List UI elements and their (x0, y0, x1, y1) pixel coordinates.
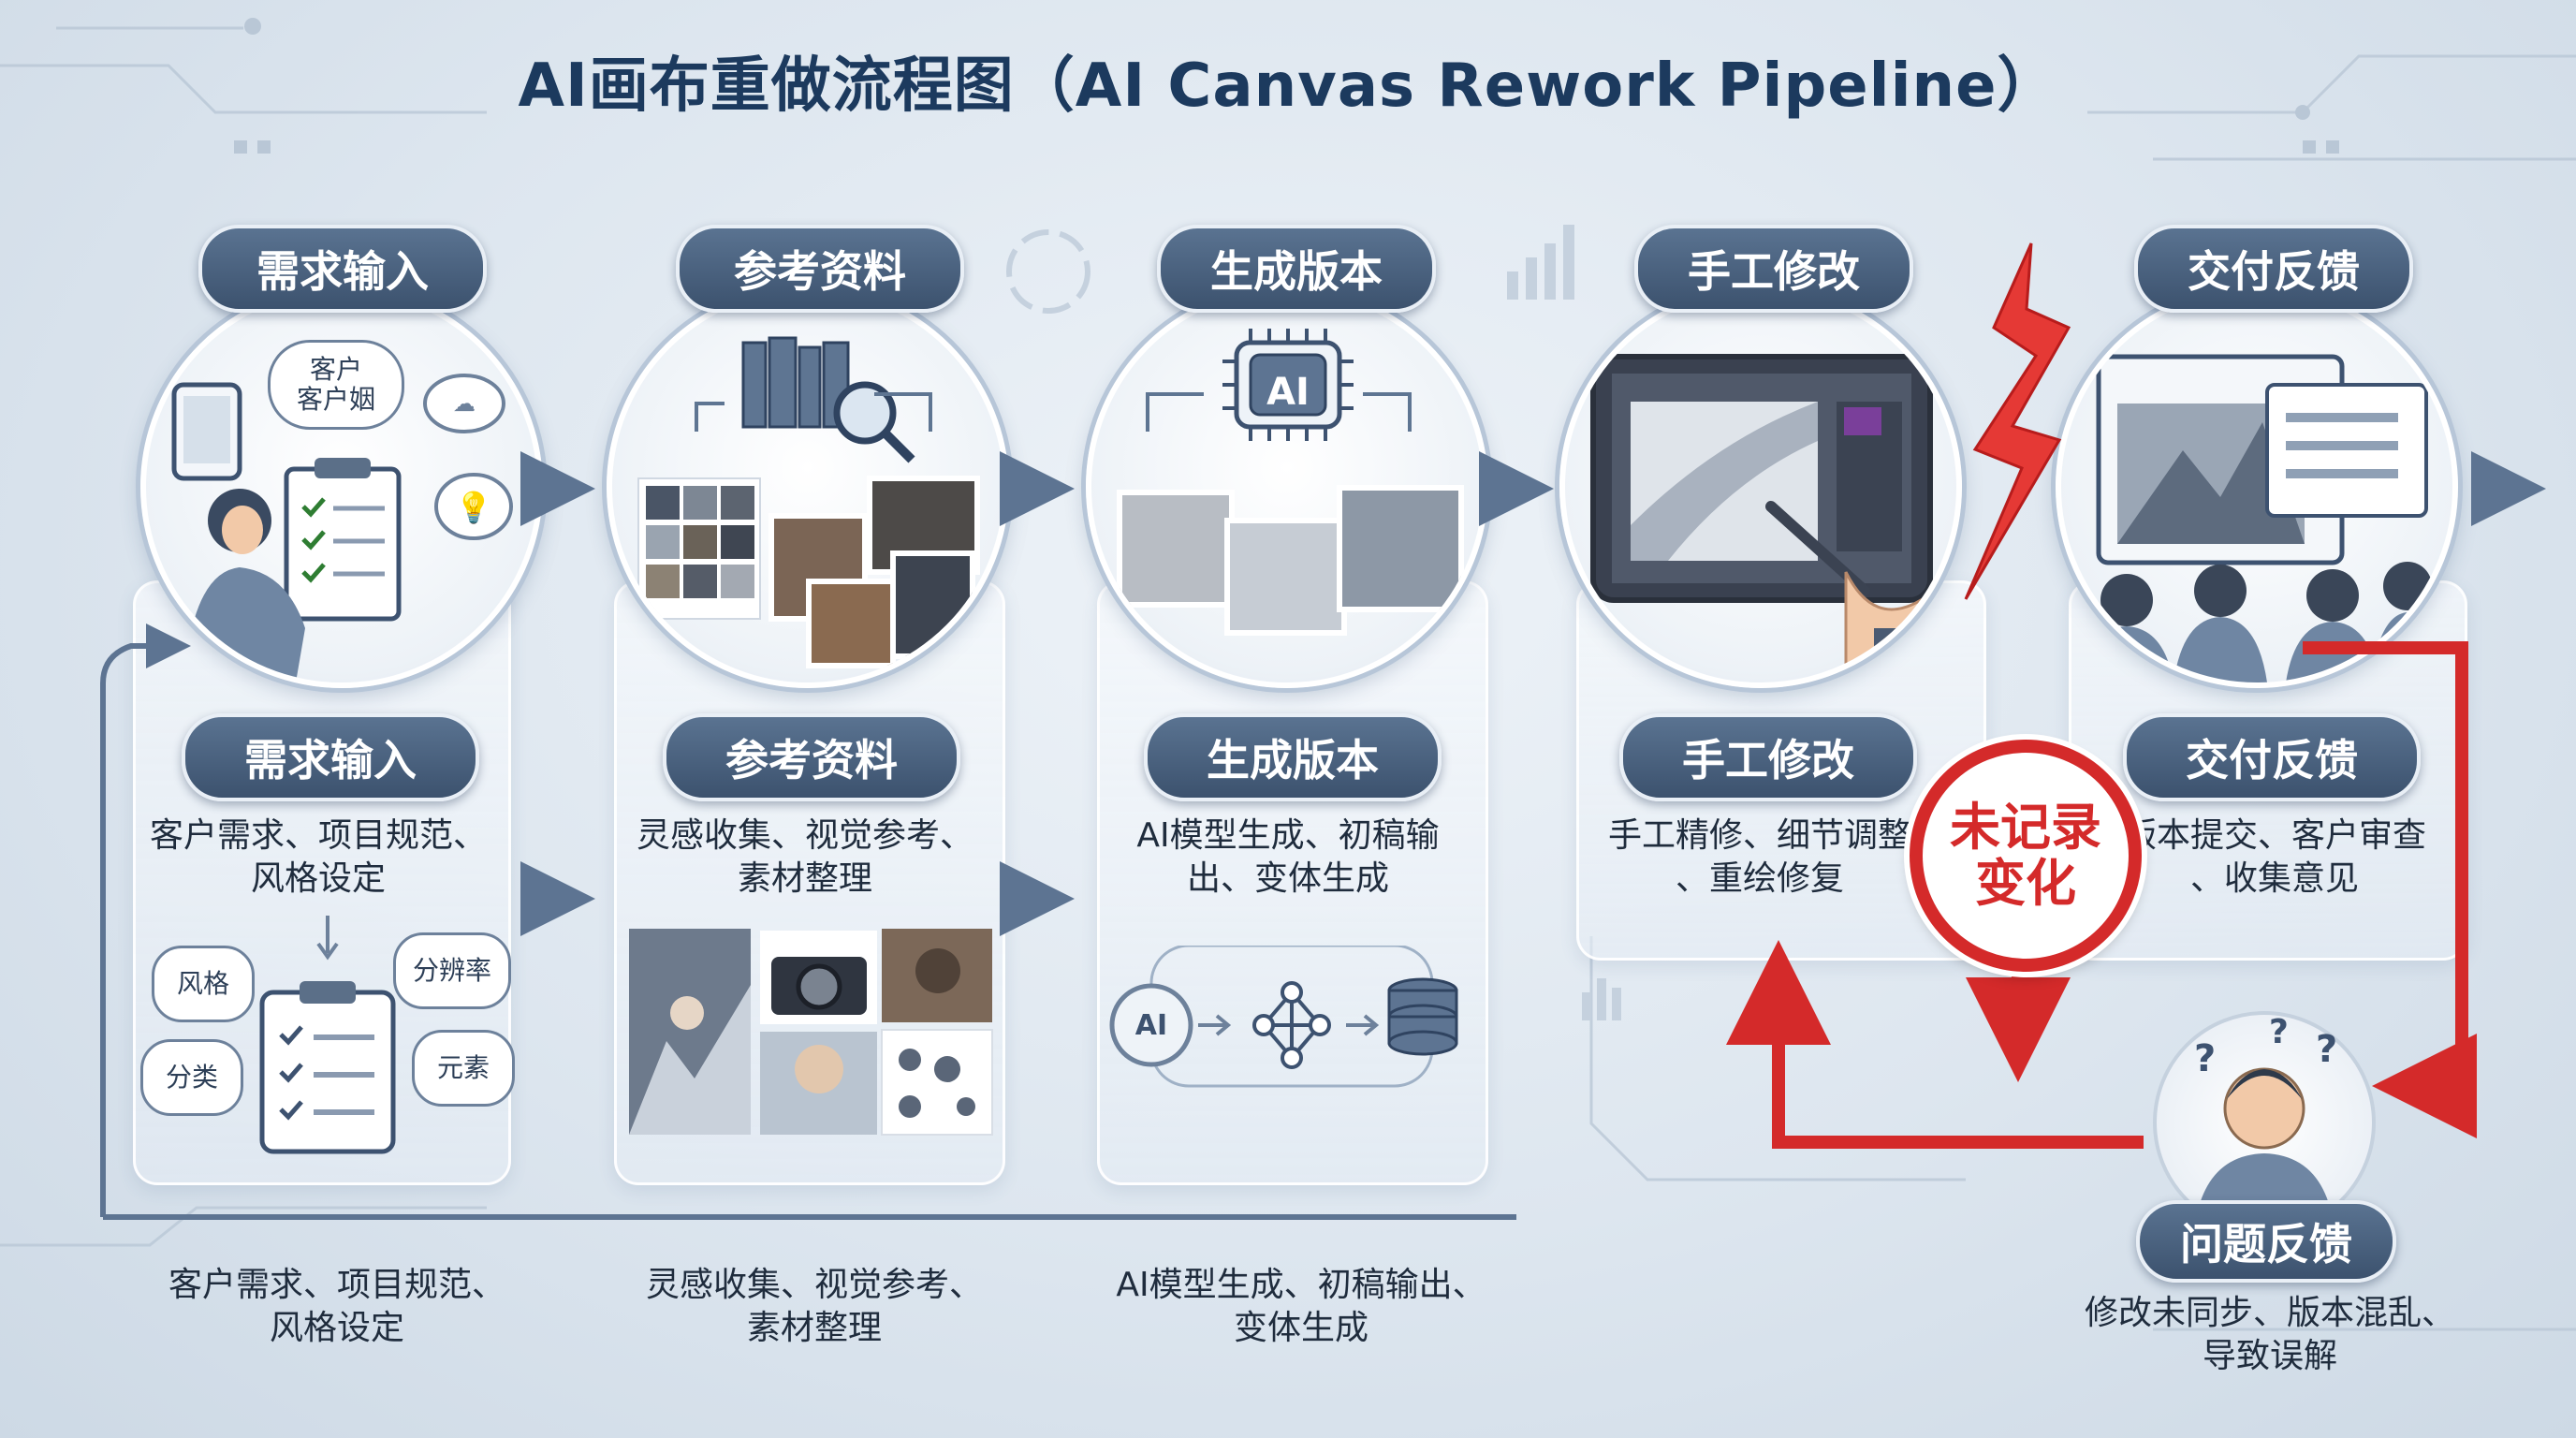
client-requirements-illustration: ☁ 💡 (171, 374, 513, 682)
step-5-label: 交付反馈 (2123, 713, 2421, 801)
step-5-top-label: 交付反馈 (2134, 225, 2413, 313)
step-3-description: AI模型生成、初稿输 出、变体生成 (1136, 816, 1440, 898)
ai-generation-illustration (1117, 329, 1464, 636)
step-4-top-label: 手工修改 (1634, 225, 1913, 313)
manual-editing-illustration (1590, 354, 1949, 682)
step-3-label: 生成版本 (1144, 713, 1442, 801)
step-circle-2 (607, 286, 1009, 688)
delivery-feedback-illustration (2080, 354, 2445, 682)
step-2-top-label: 参考资料 (676, 225, 964, 313)
step-1-label: 需求输入 (182, 713, 479, 801)
unrecorded-changes-stamp: 未记录 变化 (1910, 740, 2142, 972)
confused-person-icon: ? ? ? (2194, 1013, 2337, 1230)
step-3-top-label: 生成版本 (1157, 225, 1436, 313)
style-bubble: 风格 (152, 946, 255, 1022)
step-5-description: 版本提交、客户审查 、收集意见 (2122, 816, 2426, 898)
step-circle-1: ☁ 💡 客户 客户姻 (140, 286, 543, 688)
svg-text:?: ? (2194, 1037, 2216, 1080)
reference-image-grid (629, 929, 993, 1136)
bottom-step-2-description: 灵感收集、视觉参考、 素材整理 (645, 1266, 983, 1347)
bottom-step-3-description: AI模型生成、初稿输出、 变体生成 (1116, 1266, 1486, 1347)
step-1-top-label: 需求输入 (198, 225, 487, 313)
svg-text:?: ? (2316, 1028, 2337, 1071)
clipboard-icon (259, 981, 396, 1154)
warning-text: 未记录 变化 (1950, 798, 2101, 913)
speech-bubble: 客户 客户姻 (268, 340, 404, 430)
ai-chip-label: AI (1266, 371, 1310, 414)
step-4-label: 手工修改 (1619, 713, 1917, 801)
problem-feedback-label: 问题反馈 (2136, 1200, 2396, 1283)
svg-text:☁: ☁ (453, 390, 476, 417)
element-bubble: 元素 (412, 1030, 515, 1107)
step-4-description: 手工精修、细节调整 、重绘修复 (1607, 816, 1911, 898)
reference-materials-illustration (637, 336, 980, 668)
problem-description: 修改未同步、版本混乱、 导致误解 (2084, 1294, 2455, 1375)
bottom-step-1-description: 客户需求、项目规范、 风格设定 (168, 1266, 505, 1347)
lightning-icon (1964, 242, 2071, 600)
step-1-description: 客户需求、项目规范、 风格设定 (149, 816, 487, 898)
resolution-bubble: 分辨率 (393, 932, 511, 1009)
step-circle-5 (2056, 286, 2458, 688)
svg-text:💡: 💡 (455, 490, 492, 525)
category-bubble: 分类 (140, 1039, 243, 1116)
page-title: AI画布重做流程图（AI Canvas Rework Pipeline） (518, 51, 2058, 121)
svg-text:?: ? (2269, 1015, 2289, 1051)
step-2-label: 参考资料 (663, 713, 960, 801)
ai-pipeline-diagram (1109, 946, 1458, 1088)
arrow-down-icon (316, 916, 339, 961)
step-2-description: 灵感收集、视觉参考、 素材整理 (636, 816, 973, 898)
ai-flow-chip: AI (1134, 1008, 1168, 1042)
